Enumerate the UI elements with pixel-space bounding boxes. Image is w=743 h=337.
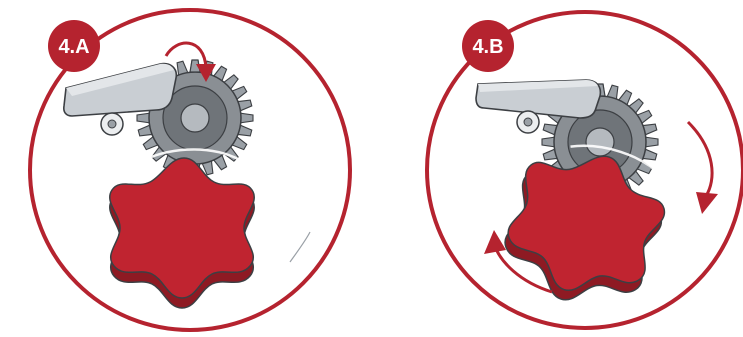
star-knob-icon	[109, 148, 255, 309]
step-label: 4.A	[58, 36, 89, 58]
rotation-arrow-icon	[484, 120, 718, 294]
step-badge: 4.B	[462, 20, 514, 72]
lever-icon	[475, 79, 602, 134]
panel-4b: 4.B	[425, 10, 743, 330]
clockwise-arrow-icon	[164, 41, 216, 82]
step-label: 4.B	[472, 36, 503, 58]
step-badge: 4.A	[48, 20, 100, 72]
panel-4a: 4.A	[28, 8, 352, 332]
lever-icon	[63, 62, 178, 136]
star-knob-icon	[491, 133, 677, 323]
